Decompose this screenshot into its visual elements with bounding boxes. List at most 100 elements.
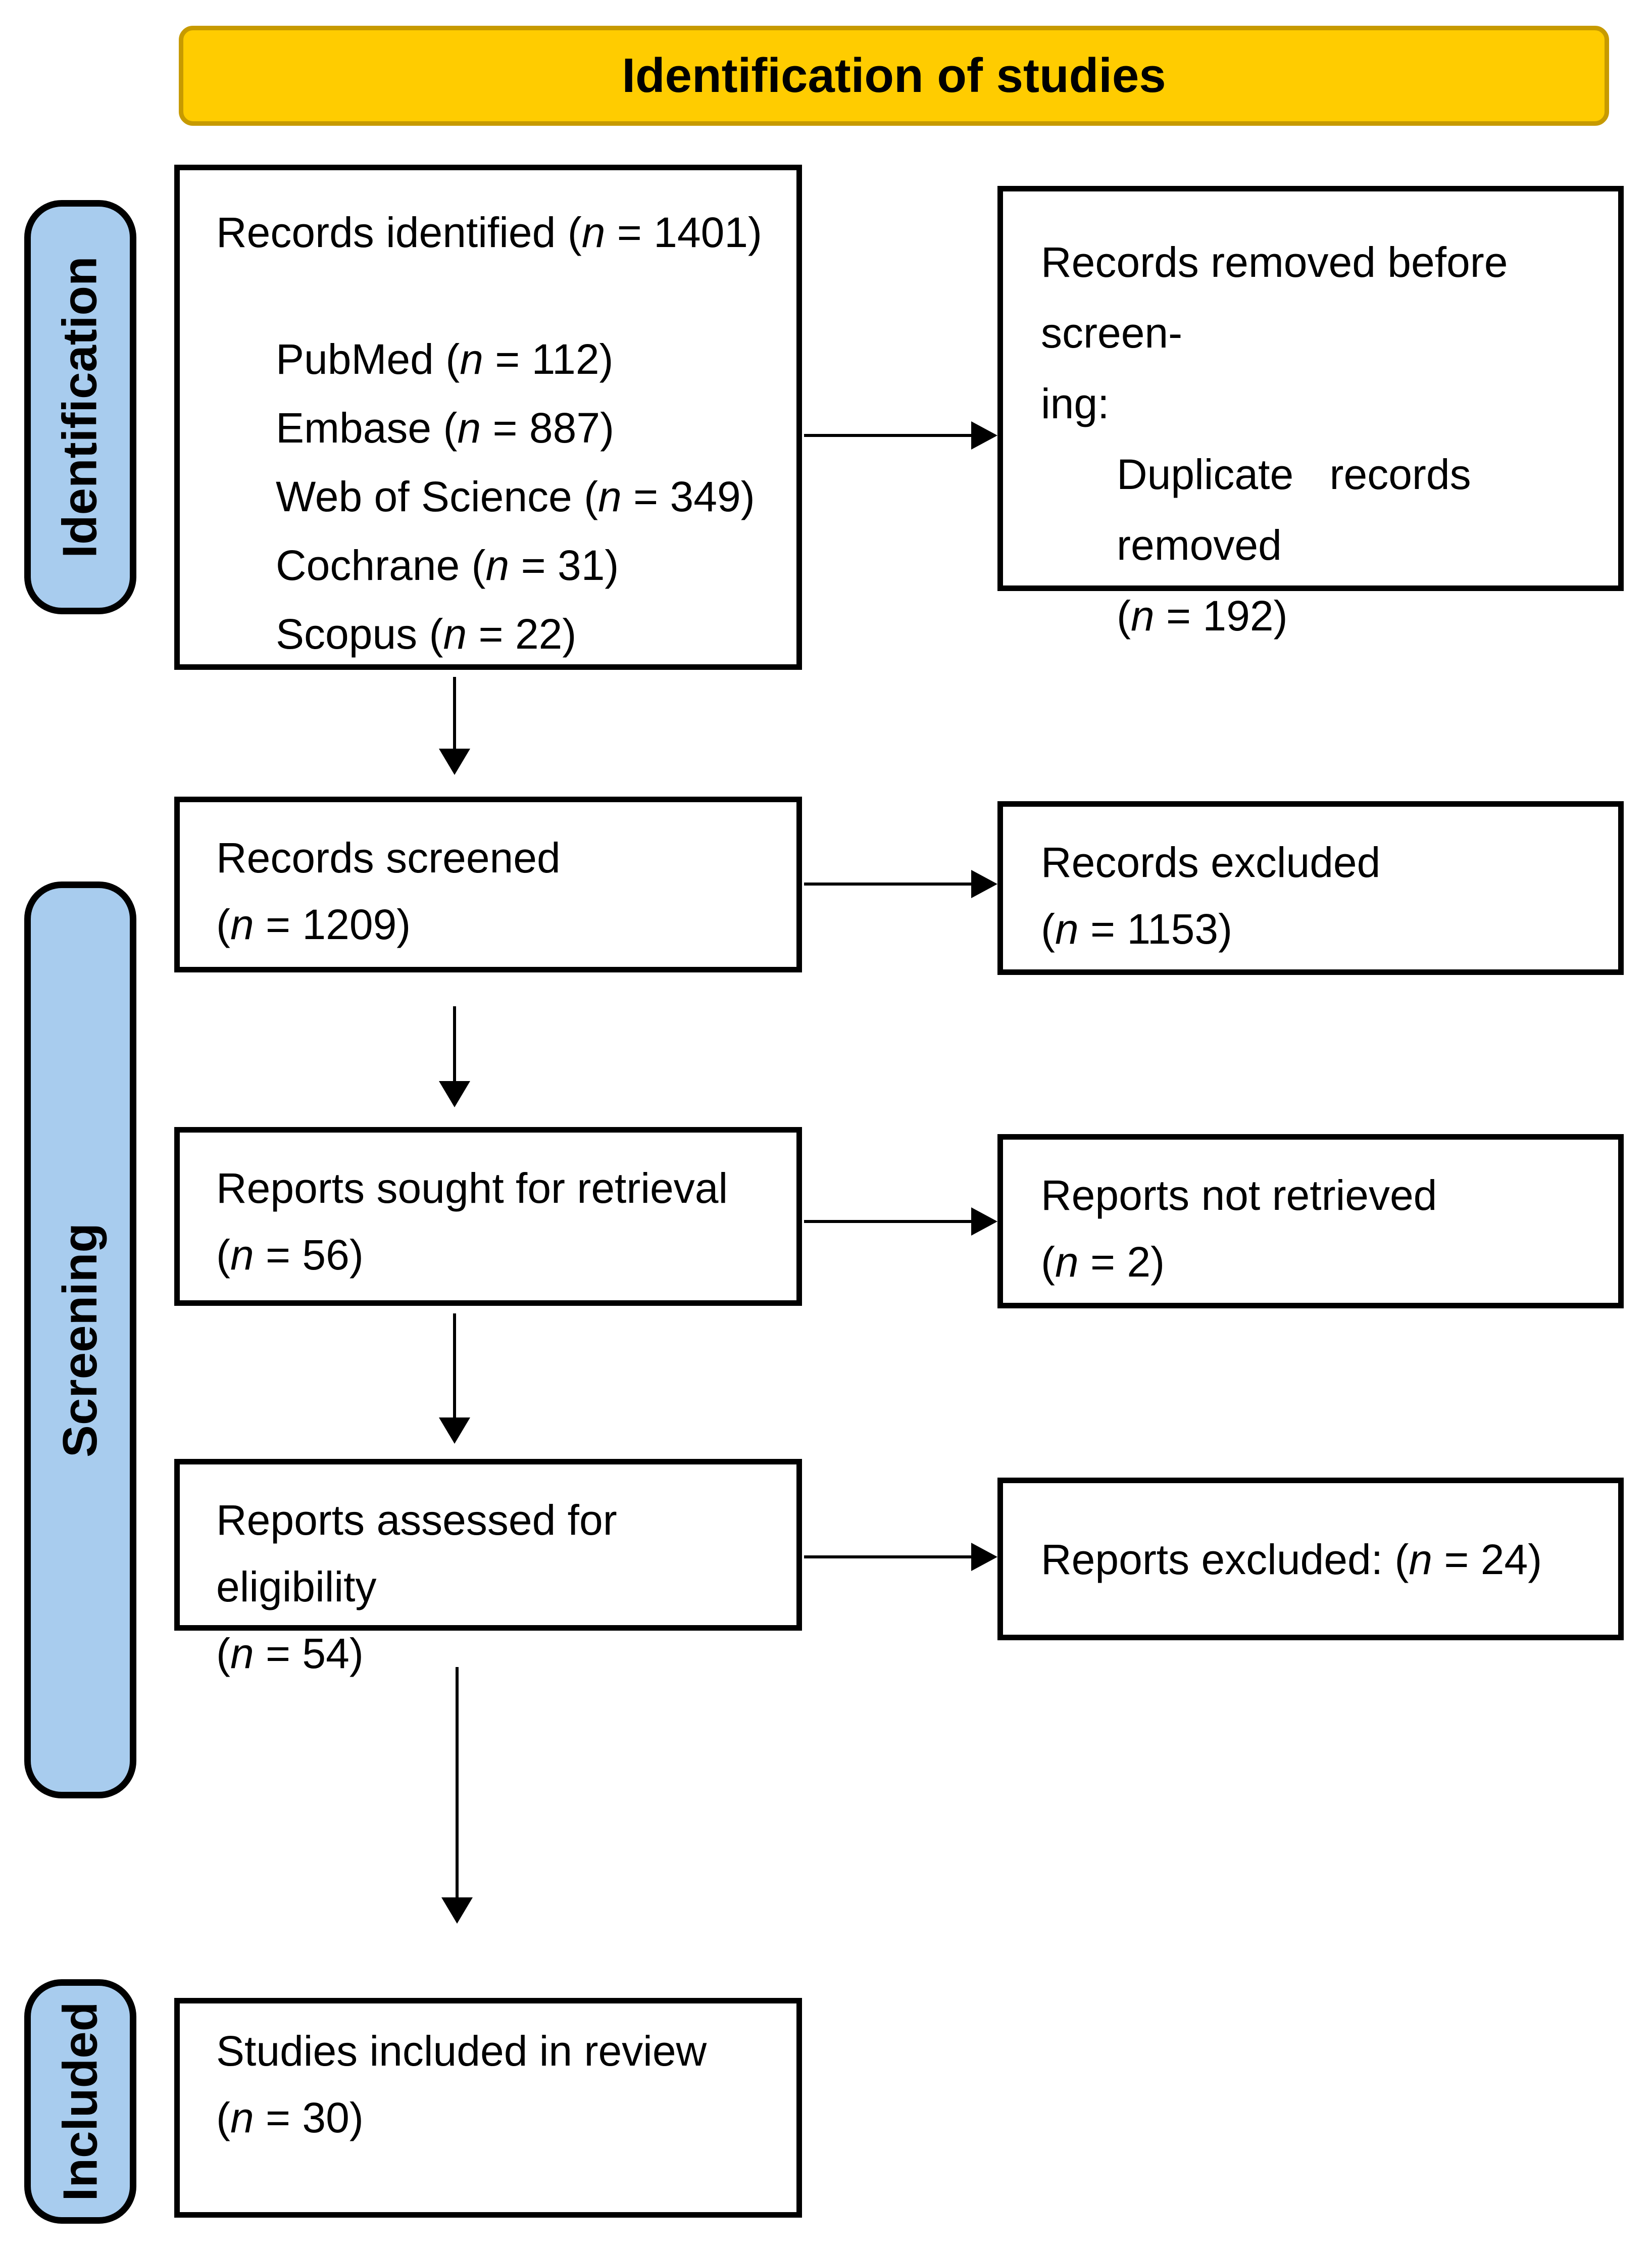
text-segment: = 56) (254, 1231, 364, 1279)
reports-sought-count: (n = 56) (216, 1221, 776, 1288)
duplicate-records-count: (n = 192) (1041, 580, 1590, 651)
reports-not-retrieved-box: Reports not retrieved (n = 2) (997, 1134, 1624, 1308)
text-segment: Scopus ( (276, 610, 443, 658)
studies-included-title: Studies included in review (216, 2027, 707, 2075)
reports-assessed-box: Reports assessed for eligibility (n = 54… (174, 1459, 802, 1677)
text-segment: ( (1041, 905, 1055, 953)
records-screened-title: Records screened (216, 834, 561, 882)
phase-label-identification: Identification (24, 200, 136, 614)
arrow-shaft (804, 1220, 971, 1223)
studies-included-count: (n = 30) (216, 2084, 776, 2151)
text-segment: Reports excluded: ( (1041, 1536, 1409, 1583)
arrow-shaft (456, 1667, 459, 1897)
n-symbol: n (460, 335, 483, 383)
text-segment: ( (216, 901, 230, 948)
n-symbol: n (485, 542, 510, 589)
n-symbol: n (1130, 592, 1155, 640)
text-segment: = 30) (254, 2094, 364, 2141)
studies-included-box: Studies included in review (n = 30) (174, 1998, 802, 2218)
text-segment: Records identified ( (216, 209, 582, 256)
arrow-shaft (804, 1555, 971, 1558)
text-segment: ( (1041, 1238, 1055, 1286)
arrow-head-right-icon (971, 421, 997, 450)
arrow-shaft (453, 1006, 456, 1081)
text-segment: = 1401) (605, 209, 762, 256)
source-item-cochrane: Cochrane (n = 31) (276, 531, 776, 600)
text-segment: Embase ( (276, 404, 458, 452)
arrow-head-right-icon (971, 1207, 997, 1236)
n-symbol: n (1055, 1238, 1079, 1286)
n-symbol: n (1409, 1536, 1433, 1583)
arrow-head-right-icon (971, 870, 997, 898)
text-segment: = 112) (483, 335, 614, 383)
arrow-sought-to-not-retrieved (804, 1207, 997, 1236)
reports-excluded-box: Reports excluded: (n = 24) (997, 1478, 1624, 1640)
phase-label-text: Included (53, 2001, 107, 2201)
arrow-shaft (453, 677, 456, 749)
text-segment: ( (1117, 592, 1131, 640)
arrow-shaft (804, 434, 971, 437)
text-segment: = 887) (481, 404, 615, 452)
phase-label-text: Screening (53, 1222, 107, 1457)
text-segment: = 192) (1154, 592, 1288, 640)
arrow-head-down-icon (439, 1417, 470, 1444)
text-segment: ( (216, 1630, 230, 1677)
reports-sought-box: Reports sought for retrieval (n = 56) (174, 1127, 802, 1306)
n-symbol: n (230, 901, 254, 948)
source-item-embase: Embase (n = 887) (276, 394, 776, 462)
n-symbol: n (581, 209, 606, 256)
records-removed-line2: ing: (1041, 380, 1110, 427)
arrow-head-right-icon (971, 1543, 997, 1571)
text-segment: Web of Science ( (276, 473, 598, 520)
reports-not-retrieved-count: (n = 2) (1041, 1229, 1598, 1295)
records-screened-count: (n = 1209) (216, 891, 776, 958)
arrow-screened-to-excluded (804, 870, 997, 898)
records-removed-box: Records removed before screen- ing: Dupl… (997, 186, 1624, 640)
source-item-pubmed: PubMed (n = 112) (276, 325, 776, 394)
text-segment: Cochrane ( (276, 542, 486, 589)
text-segment: = 54) (254, 1630, 364, 1677)
records-identified-box: Records identified (n = 1401) PubMed (n … (174, 165, 802, 670)
n-symbol: n (230, 2094, 254, 2141)
duplicate-records-removed-line: Duplicate records removed (1117, 451, 1471, 569)
n-symbol: n (443, 610, 467, 658)
text-segment: = 24) (1432, 1536, 1542, 1583)
reports-assessed-title: Reports assessed for eligibility (216, 1496, 617, 1610)
text-segment: = 1153) (1078, 905, 1233, 953)
n-symbol: n (1055, 905, 1079, 953)
records-screened-box: Records screened (n = 1209) (174, 797, 802, 972)
arrow-head-down-icon (441, 1897, 473, 1924)
records-identified-title: Records identified (n = 1401) (216, 200, 776, 265)
phase-label-included: Included (24, 1979, 136, 2224)
text-segment: ( (216, 1231, 230, 1279)
n-symbol: n (230, 1231, 254, 1279)
reports-excluded-line: Reports excluded: (n = 24) (1041, 1532, 1598, 1587)
records-identified-sources: PubMed (n = 112) Embase (n = 887) Web of… (216, 325, 776, 668)
n-symbol: n (598, 473, 622, 520)
arrow-shaft (453, 1313, 456, 1417)
arrow-shaft (804, 883, 971, 886)
reports-assessed-count: (n = 54) (216, 1620, 776, 1687)
text-segment: = 349) (621, 473, 755, 520)
arrow-head-down-icon (439, 749, 470, 775)
n-symbol: n (457, 404, 481, 452)
text-segment: PubMed ( (276, 335, 460, 383)
banner-label: Identification of studies (622, 48, 1166, 103)
text-segment: = 31) (509, 542, 619, 589)
phase-label-screening: Screening (24, 882, 136, 1798)
n-symbol: n (230, 1630, 254, 1677)
text-segment: = 2) (1078, 1238, 1165, 1286)
records-excluded-count: (n = 1153) (1041, 896, 1598, 962)
arrow-head-down-icon (439, 1081, 470, 1107)
reports-sought-title: Reports sought for retrieval (216, 1164, 728, 1212)
text-segment: ( (216, 2094, 230, 2141)
phase-label-text: Identification (53, 256, 108, 558)
records-excluded-title: Records excluded (1041, 839, 1381, 886)
records-excluded-box: Records excluded (n = 1153) (997, 801, 1624, 975)
source-item-scopus: Scopus (n = 22) (276, 600, 776, 668)
text-segment: = 1209) (254, 901, 411, 948)
arrow-assessed-to-reports-excluded (804, 1543, 997, 1571)
text-segment: = 22) (467, 610, 577, 658)
source-item-web-of-science: Web of Science (n = 349) (276, 462, 776, 531)
